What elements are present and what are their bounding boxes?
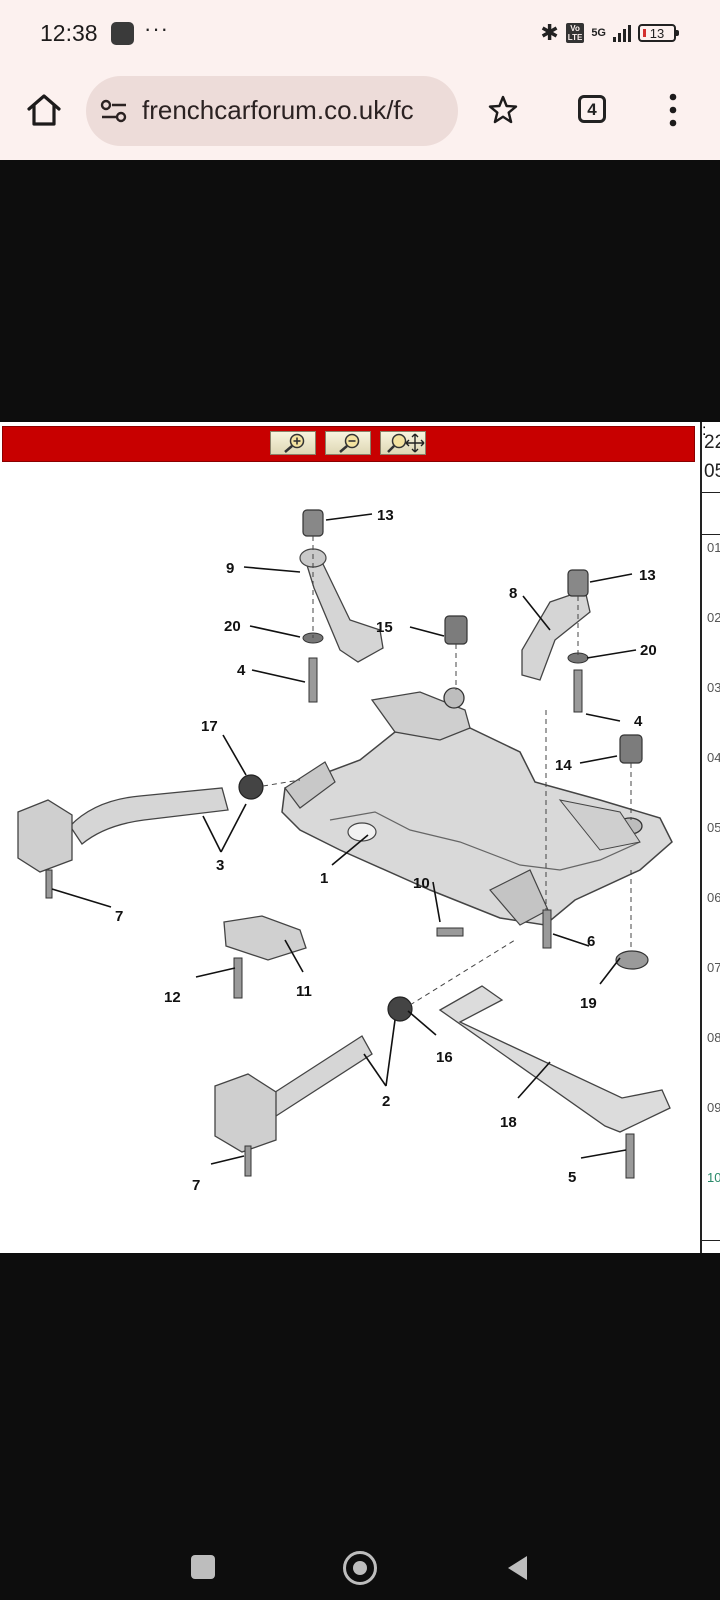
bushings (238, 615, 649, 1022)
tab-count: 4 (587, 100, 597, 119)
callout-labels: 13 9 15 8 13 20 20 4 4 17 14 3 1 10 7 6 … (115, 507, 657, 1194)
tabs-icon[interactable]: 4 (578, 95, 606, 123)
parts-list-header-line: 05 (704, 461, 720, 482)
more-notifications-indicator: ··· (144, 16, 169, 41)
signal-icon (613, 24, 631, 42)
url-text[interactable]: frenchcarforum.co.uk/fc (142, 95, 414, 125)
parts-list-row[interactable]: 06 (707, 890, 720, 905)
callout-13-top: 13 (377, 507, 394, 524)
divider (702, 1240, 720, 1241)
battery-level: 13 (649, 25, 665, 41)
zoom-out-button[interactable] (325, 431, 371, 455)
parts-list-row[interactable]: 01 (707, 540, 720, 555)
callout-7-top: 7 (115, 908, 123, 925)
parts-list-row[interactable]: 04 (707, 750, 720, 765)
browser-toolbar: frenchcarforum.co.uk/fc 4 (0, 66, 720, 160)
divider (702, 534, 720, 535)
zoom-in-button[interactable] (270, 431, 316, 455)
callout-20-right: 20 (640, 642, 657, 659)
home-nav-button[interactable] (343, 1551, 377, 1585)
subframe-parts-diagram: 13 9 15 8 13 20 20 4 4 17 14 3 1 10 7 6 … (17, 507, 673, 1194)
callout-8: 8 (509, 585, 517, 602)
tune-icon[interactable] (100, 98, 128, 124)
wishbone-left (299, 509, 384, 703)
url-bar[interactable]: frenchcarforum.co.uk/fc (86, 76, 458, 146)
parts-list-row[interactable]: 03 (707, 680, 720, 695)
callout-6: 6 (587, 933, 595, 950)
viewer-toolbar (2, 426, 695, 462)
parts-list-row[interactable]: 10 (707, 1170, 720, 1185)
callout-4-left: 4 (237, 662, 246, 679)
side-arm-lower (214, 1035, 373, 1177)
parts-list-row[interactable]: 09 (707, 1100, 720, 1115)
parts-viewer: 22 05 01 02 03 04 05 06 07 08 09 10 : (0, 422, 720, 1253)
divider (702, 492, 720, 493)
back-icon[interactable] (505, 1554, 529, 1582)
dashed-guides (262, 536, 632, 1006)
zoom-pan-icon (387, 433, 425, 453)
callout-19: 19 (580, 995, 597, 1012)
leader-lines (51, 513, 637, 1165)
callout-17: 17 (201, 718, 218, 735)
status-time: 12:38 (40, 20, 98, 46)
side-arm-upper (17, 787, 229, 899)
volte-icon: Vo LTE (565, 23, 585, 43)
callout-11: 11 (296, 983, 312, 1000)
crossbar-18 (438, 985, 671, 1179)
zoom-pan-button[interactable] (380, 431, 426, 455)
system-nav-bar (0, 1520, 720, 1600)
subframe-body (281, 687, 673, 926)
callout-20-left: 20 (224, 618, 241, 635)
callout-12: 12 (164, 989, 181, 1006)
parts-list-row[interactable]: 08 (707, 1030, 720, 1045)
parts-list-row[interactable]: 07 (707, 960, 720, 975)
network-type: 5G (591, 26, 606, 39)
status-bar: 12:38 ··· ✱ Vo LTE 5G 13 (0, 0, 720, 66)
callout-1: 1 (320, 870, 328, 887)
more-vert-icon[interactable] (666, 92, 680, 128)
callout-13-right: 13 (639, 567, 656, 584)
parts-list-panel: 22 05 01 02 03 04 05 06 07 08 09 10 : (700, 422, 720, 1253)
callout-4-right: 4 (634, 713, 643, 730)
callout-15: 15 (376, 619, 393, 636)
recent-apps-button[interactable] (191, 1555, 215, 1579)
wishbone-right (521, 569, 591, 713)
callout-3: 3 (216, 857, 224, 874)
zoom-in-icon (284, 433, 305, 453)
bluetooth-icon: ✱ (540, 20, 559, 45)
parts-list-row[interactable]: 02 (707, 610, 720, 625)
callout-5: 5 (568, 1169, 576, 1186)
zoom-out-icon (339, 433, 360, 453)
home-icon[interactable] (24, 90, 64, 130)
callout-9: 9 (226, 560, 234, 577)
callout-16: 16 (436, 1049, 453, 1066)
battery-icon: 13 (638, 24, 679, 42)
callout-14: 14 (555, 757, 572, 774)
status-icons: ✱ Vo LTE 5G 13 (540, 20, 679, 46)
callout-18: 18 (500, 1114, 517, 1131)
callout-7-bottom: 7 (192, 1177, 200, 1194)
parts-list-header-line: 22 (704, 432, 720, 453)
callout-2: 2 (382, 1093, 390, 1110)
star-icon[interactable] (487, 94, 519, 126)
parts-list-header: 22 05 (704, 428, 720, 486)
bracket-11 (223, 915, 307, 999)
callout-10: 10 (413, 875, 430, 892)
notification-app-icon (111, 22, 134, 45)
parts-list-row[interactable]: 05 (707, 820, 720, 835)
